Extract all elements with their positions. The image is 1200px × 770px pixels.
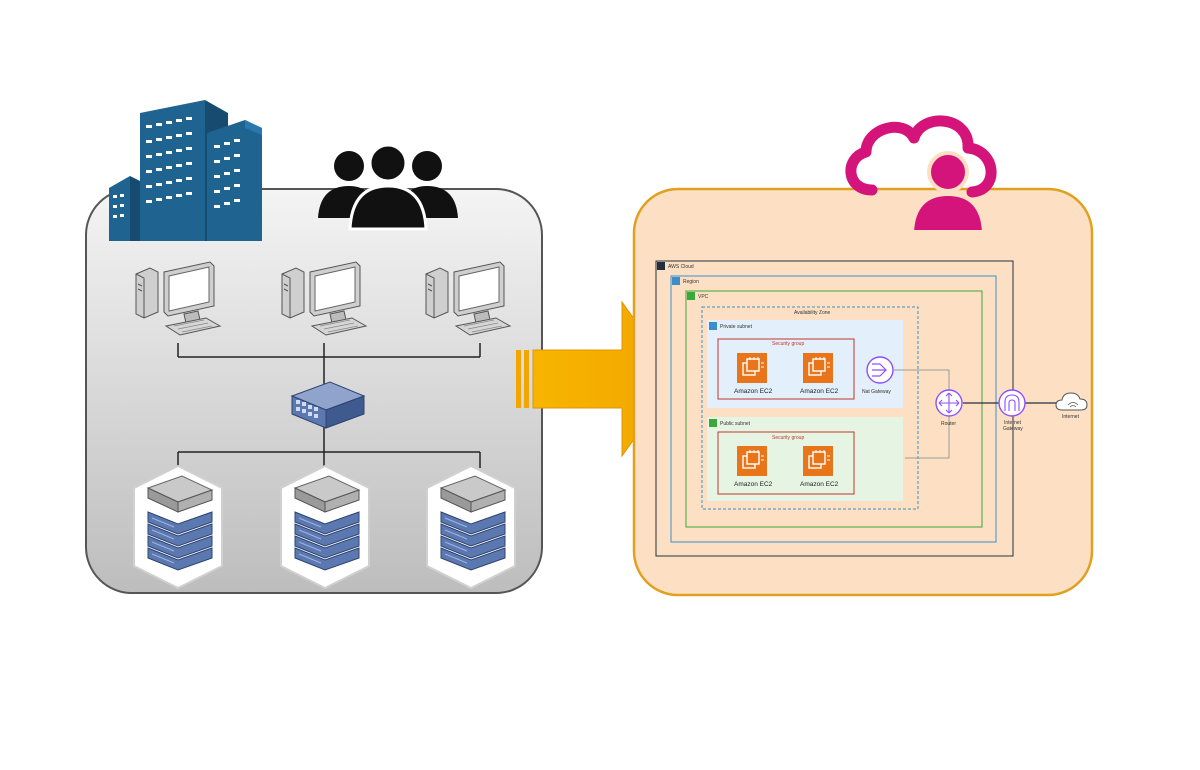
security-group-label: Security group	[772, 435, 804, 441]
vpc-group	[685, 290, 983, 528]
user-group-icon	[318, 143, 458, 231]
ec2-label: Amazon EC2	[800, 481, 839, 488]
internet-cloud-icon	[1055, 392, 1088, 411]
aws-architecture: AWS Cloud Region VPC Availability Zone P…	[655, 260, 1088, 557]
network-switch-icon	[290, 381, 366, 429]
nat-gateway-icon	[866, 356, 894, 384]
lan-connections	[177, 343, 481, 468]
security-group-2	[717, 431, 855, 495]
server-rack-icon	[133, 465, 223, 589]
amazon-ec2-icon	[802, 445, 834, 477]
ec2-label: Amazon EC2	[800, 388, 839, 395]
private-subnet-label: Private subnet	[720, 324, 753, 330]
internet-label: Internet	[1062, 414, 1080, 420]
ec2-label: Amazon EC2	[734, 388, 773, 395]
server-rack-icon	[280, 465, 370, 589]
security-group-label: Security group	[772, 341, 804, 347]
server-rack-icon	[426, 465, 516, 589]
office-building-icon	[109, 100, 262, 241]
nat-gateway-label: Nat Gateway	[862, 389, 891, 395]
region-label: Region	[683, 279, 699, 285]
vpc-label: VPC	[698, 294, 709, 300]
igw-label-line2: Gateway	[1003, 426, 1023, 432]
amazon-ec2-icon	[736, 445, 768, 477]
aws-connectors	[893, 369, 950, 459]
availability-zone-label: Availability Zone	[794, 310, 831, 316]
amazon-ec2-icon	[802, 352, 834, 384]
cloud-user-icon	[845, 115, 997, 234]
ec2-label: Amazon EC2	[734, 481, 773, 488]
public-subnet-label: Public subnet	[720, 421, 751, 427]
router-label: Router	[941, 421, 956, 427]
router-icon	[935, 389, 963, 417]
amazon-ec2-icon	[736, 352, 768, 384]
security-group-1	[717, 338, 855, 400]
aws-cloud-label: AWS Cloud	[668, 264, 694, 270]
availability-zone-group	[701, 306, 919, 510]
internet-gateway-icon	[998, 389, 1026, 417]
region-group	[670, 275, 997, 543]
igw-label-line1: Internet	[1004, 420, 1022, 426]
